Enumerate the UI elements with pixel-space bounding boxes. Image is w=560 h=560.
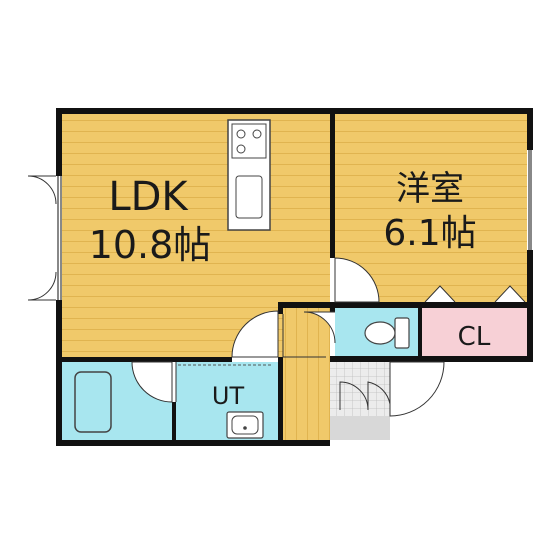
hallway-floor: [283, 308, 330, 440]
closet-floor: [421, 308, 527, 358]
western-room-size-label: 6.1帖: [383, 213, 476, 254]
stove-burner-icon: [236, 129, 246, 139]
entrance-step: [330, 416, 390, 440]
entrance-floor: [330, 358, 390, 416]
utility-label: UT: [212, 382, 245, 410]
sink-icon: [235, 175, 263, 219]
stove-burner-icon: [236, 144, 246, 154]
ldk-size-label: 10.8帖: [89, 223, 212, 267]
closet-label: CL: [458, 322, 491, 352]
bathtub-icon: [74, 371, 112, 433]
doors: [131, 257, 526, 417]
western-room-label: 洋室: [396, 169, 464, 209]
kitchen-counter: [227, 119, 271, 231]
wash-basin-icon: [226, 411, 264, 439]
window-right: [527, 150, 533, 250]
window-left: [27, 175, 62, 301]
toilet-icon: [364, 317, 410, 349]
ldk-label: LDK: [108, 174, 189, 220]
stove-burner-icon: [252, 129, 262, 139]
